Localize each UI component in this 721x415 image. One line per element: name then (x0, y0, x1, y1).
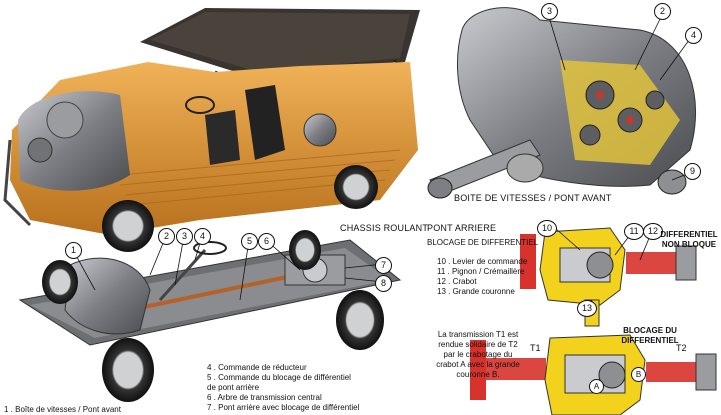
front-seat (245, 85, 285, 160)
callout-a: A (589, 379, 604, 394)
chassis-legend: 4 . Commande de réducteur 5 . Commande d… (207, 363, 359, 413)
note-line: couronne B. (456, 370, 500, 379)
callout-4-top: 4 (685, 27, 702, 44)
legend-item: 10 . Levier de commande (437, 257, 528, 266)
note-line: La transmission T1 est (437, 330, 519, 339)
legend-item: 5 . Commande du blocage de différentiel (207, 373, 351, 382)
label-line: DIFFERENTIEL (621, 336, 679, 345)
note-line: rendue solidaire de T2 (438, 340, 518, 349)
label-t1: T1 (530, 343, 541, 353)
callout-3-chassis: 3 (176, 228, 193, 245)
front-wheel (102, 200, 154, 252)
caption-differential-lock: BLOCAGE DE DIFFERENTIEL (427, 238, 539, 247)
caption-chassis: CHASSIS ROULANT (340, 223, 429, 233)
label-line: NON BLOQUE (661, 240, 717, 249)
gearbox-illustration (427, 7, 697, 199)
label-differential-unlocked: DIFFERENTIEL NON BLOQUE (659, 230, 719, 250)
callout-9: 9 (684, 163, 701, 180)
callout-7: 7 (375, 257, 392, 274)
differential-locked-diagram (470, 334, 717, 415)
legend-item: 13 . Grande couronne (437, 287, 515, 296)
callout-8: 8 (375, 275, 392, 292)
rolling-chassis-illustration (18, 230, 402, 402)
rear-wheel (334, 165, 378, 209)
caption-gearbox: BOITE DE VITESSES / PONT AVANT (454, 193, 612, 203)
rear-axle-legend: 10 . Levier de commande 11 . Pignon / Cr… (437, 257, 527, 297)
callout-5: 5 (241, 233, 258, 250)
note-line: crabot A avec la grande (436, 360, 520, 369)
vehicle-cutaway-illustration (3, 8, 420, 252)
label-line: DIFFERENTIEL (660, 230, 718, 239)
label-line: BLOCAGE DU (623, 326, 677, 335)
callout-4-chassis: 4 (194, 228, 211, 245)
legend-item: 11 . Pignon / Crémaillère (437, 267, 525, 276)
callout-2: 2 (654, 3, 671, 20)
legend-item: 12 . Crabot (437, 277, 477, 286)
callout-11: 11 (624, 223, 644, 240)
callout-1: 1 (65, 242, 82, 259)
label-differential-locked: BLOCAGE DU DIFFERENTIEL (620, 326, 680, 346)
legend-item: 4 . Commande de réducteur (207, 363, 307, 372)
callout-6: 6 (258, 233, 275, 250)
engine (18, 91, 130, 191)
footer-legend-item-1: 1 . Boîte de vitesses / Pont avant (4, 405, 121, 414)
callout-12: 12 (643, 223, 663, 240)
callout-13: 13 (577, 300, 597, 317)
callout-b: B (631, 367, 646, 382)
legend-item: 6 . Arbre de transmission central (207, 393, 322, 402)
caption-rear-axle: PONT ARRIERE (427, 223, 497, 233)
legend-item: 7 . Pont arrière avec blocage de différe… (207, 403, 360, 412)
differential-unlocked-diagram (520, 227, 697, 327)
note-line: par le crabotage du (443, 350, 513, 359)
callout-3: 3 (541, 3, 558, 20)
transmission-note: La transmission T1 est rendue solidaire … (433, 330, 523, 380)
label-t2: T2 (676, 343, 687, 353)
callout-10: 10 (537, 220, 557, 237)
callout-2-chassis: 2 (158, 228, 175, 245)
legend-item: de pont arrière (207, 383, 260, 392)
